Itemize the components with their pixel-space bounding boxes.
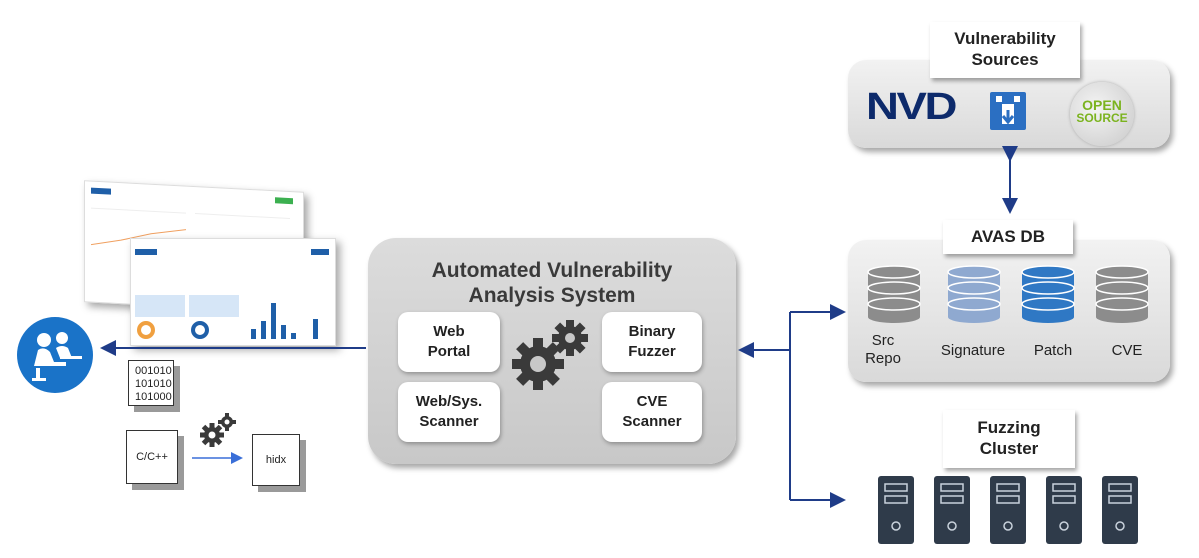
small-gears-icon xyxy=(200,413,236,447)
server-icon xyxy=(934,476,970,544)
server-rack xyxy=(878,476,1138,544)
server-icon xyxy=(878,476,914,544)
source-code-doc: C/C++ xyxy=(126,430,178,484)
database-cylinder-icon xyxy=(867,265,921,323)
binary-file-doc: 001010 101010 101000 xyxy=(128,360,174,406)
vulnerability-sources-title: Vulnerability Sources xyxy=(930,22,1080,78)
db-label-patch: Patch xyxy=(1033,342,1073,359)
open-source-logo: OPEN SOURCE xyxy=(1070,82,1134,146)
download-archive-icon xyxy=(988,88,1032,137)
server-icon xyxy=(1046,476,1082,544)
database-cylinder-icon xyxy=(1095,265,1149,323)
analysis-system-title: Automated Vulnerability Analysis System xyxy=(431,259,673,307)
db-label-src-repo: Src Repo xyxy=(865,332,901,367)
database-cylinder-icon xyxy=(1021,265,1075,323)
server-icon xyxy=(990,476,1026,544)
nvd-logo: NVD xyxy=(866,86,957,128)
database-cylinders xyxy=(867,265,1149,323)
db-label-signature: Signature xyxy=(940,342,1006,359)
hidx-output-doc: hidx xyxy=(252,434,300,486)
avas-db-title: AVAS DB xyxy=(943,220,1073,254)
portal-screenshot-front xyxy=(130,238,336,346)
db-label-cve: CVE xyxy=(1111,342,1143,359)
portal-screenshot-back xyxy=(84,180,304,314)
server-icon xyxy=(1102,476,1138,544)
database-cylinder-icon xyxy=(947,265,1001,323)
fuzzing-cluster-title: Fuzzing Cluster xyxy=(943,410,1075,468)
gears-icon xyxy=(512,320,588,390)
user-workstation-icon xyxy=(17,317,93,393)
web-sys-scanner-box: Web/Sys.Scanner xyxy=(398,382,500,442)
